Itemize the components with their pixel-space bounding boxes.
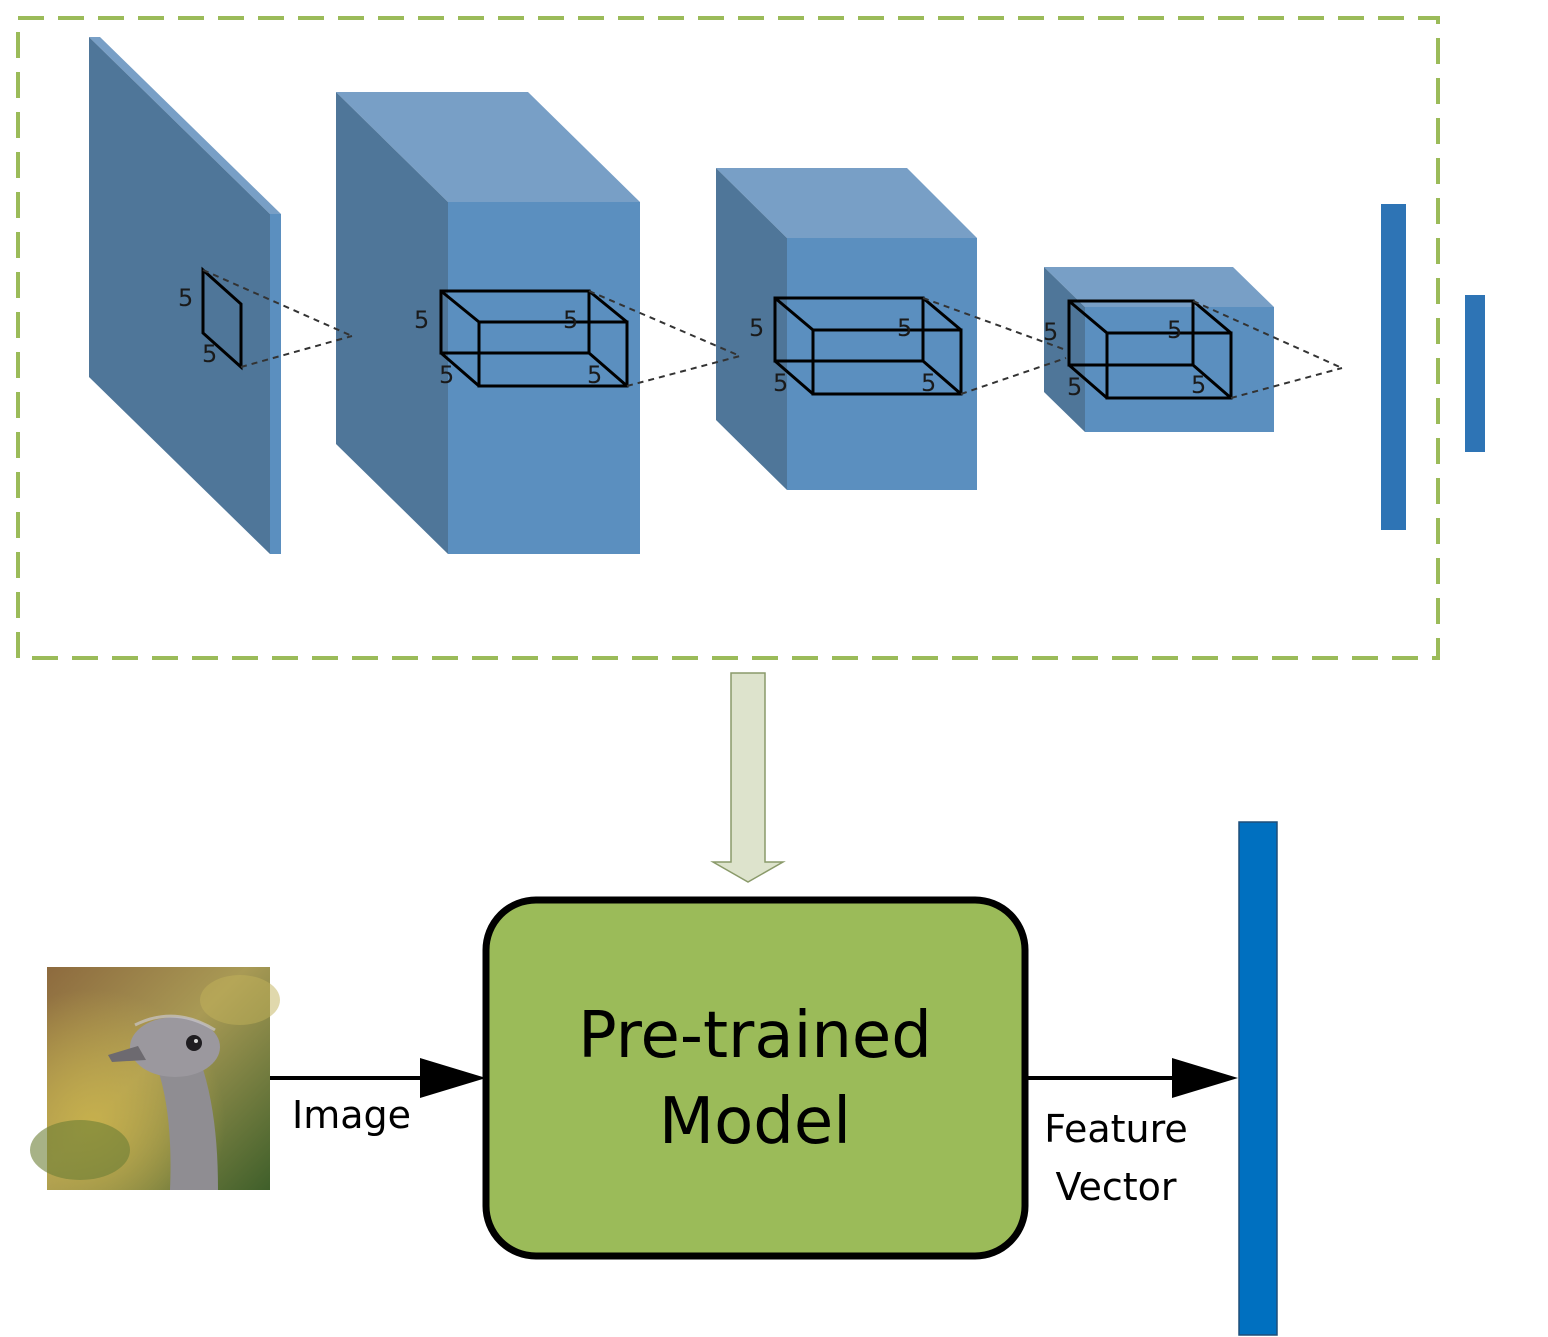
kernel-box-3 (1067, 299, 1233, 400)
kernel-label: 5 (178, 284, 193, 312)
kernel-label: 5 (563, 306, 578, 334)
input-arrow (270, 1058, 486, 1098)
input-arrow-label: Image (292, 1093, 411, 1137)
model-label-line1: Pre-trained (578, 999, 932, 1073)
feature-vector-bar (1238, 821, 1278, 1336)
cnn-dashed-frame (16, 16, 1440, 660)
kernel-size-labels: 5 5 5 5 5 5 5 5 5 5 5 5 5 5 (178, 284, 1206, 401)
kernel-label: 5 (749, 314, 764, 342)
kernel-label: 5 (414, 306, 429, 334)
kernel-label: 5 (773, 369, 788, 397)
kernel-label: 5 (897, 314, 912, 342)
kernel-label: 5 (439, 361, 454, 389)
pretrained-model-box (482, 896, 1029, 1260)
model-label-line2: Model (659, 1085, 851, 1159)
input-layer-plane (89, 37, 281, 554)
kernel-label: 5 (1067, 373, 1082, 401)
kernel-label: 5 (1191, 371, 1206, 399)
input-image-thumbnail (30, 967, 280, 1190)
conv-volume-3 (1044, 267, 1274, 432)
kernel-label: 5 (1167, 316, 1182, 344)
kernel-box-1 (439, 289, 629, 388)
output-arrow-label-line2: Vector (1055, 1165, 1176, 1209)
kernel-label: 5 (202, 340, 217, 368)
dense-layer-bar (1381, 204, 1406, 530)
receptive-field-lines (202, 269, 1343, 399)
conv-volume-1 (336, 92, 640, 554)
output-arrow (1025, 1058, 1238, 1098)
kernel-label: 5 (1043, 318, 1058, 346)
transfer-arrow (710, 672, 786, 883)
conv-volume-2 (716, 168, 977, 490)
output-arrow-label-line1: Feature (1044, 1107, 1188, 1151)
kernel-box-2 (773, 296, 963, 396)
output-layer-bar (1465, 295, 1485, 452)
kernel-label: 5 (921, 369, 936, 397)
kernel-label: 5 (587, 361, 602, 389)
